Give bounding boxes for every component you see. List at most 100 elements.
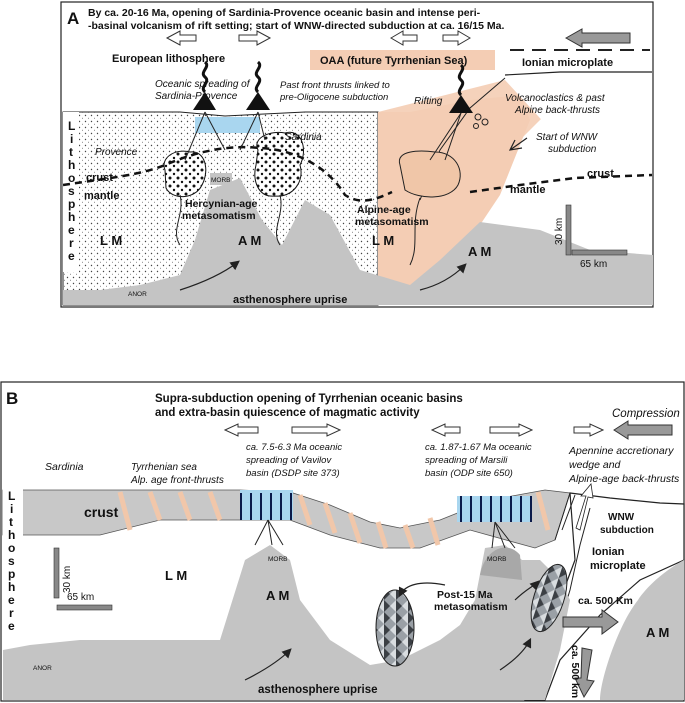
- scale-bar-horizontal-a: [571, 249, 628, 256]
- uprise-arrow-a-2: [419, 263, 467, 291]
- lm-label-a-left: L M: [100, 233, 122, 248]
- volcano-2: [246, 92, 270, 110]
- apennine-line2: wedge and: [569, 459, 622, 471]
- wnw-line2: subduction: [600, 525, 654, 536]
- uprise-arrow-a-1: [179, 260, 240, 291]
- oceanic-spreading-line1: Oceanic spreading of: [155, 79, 251, 90]
- metasomatism-ellipse-1: [375, 589, 415, 667]
- lithosphere-label-bg: [63, 112, 79, 272]
- compression-arrow-gray: [613, 420, 673, 440]
- ocean-top-line-1: [240, 490, 293, 493]
- divergent-arrows-left: [165, 30, 272, 46]
- asthenosphere-b: [3, 545, 570, 700]
- lith-a-0: L: [68, 119, 75, 133]
- oceanic-spreading-line2: Sardinia-Provence: [155, 91, 238, 102]
- compression-arrow-open: [573, 423, 605, 437]
- oaa-band: [310, 50, 495, 70]
- compression-label: Compression: [612, 408, 680, 420]
- panel-a: A By ca. 20-16 Ma, opening of Sardinia-P…: [60, 1, 654, 308]
- rifting-body: [398, 150, 461, 198]
- marsili-line1: ca. 1.87-1.67 Ma oceanic: [425, 442, 532, 453]
- lith-b-5: s: [8, 554, 15, 568]
- metasomatism-ellipse-2: [530, 563, 568, 633]
- morb-label-b-right: MORB: [487, 556, 507, 563]
- ionian-microplate-label: Ionian microplate: [522, 57, 613, 69]
- anor-label-b: ANOR: [33, 665, 52, 672]
- panel-a-lithosphere-vertical: L i t h o s p h e r e: [68, 119, 75, 263]
- sardinia-label-a: Sardinia: [285, 132, 322, 143]
- ionian-crust-edge: [554, 492, 576, 541]
- apennine-line3: Alpine-age back-thrusts: [568, 473, 680, 485]
- uprise-arrow-b-2: [499, 637, 532, 671]
- alpine-line1: Alpine-age: [357, 204, 411, 216]
- front-thrust-stripes: [117, 491, 551, 549]
- lith-b-4: o: [8, 541, 15, 555]
- marsili-ocean: [457, 496, 532, 522]
- ca500-horizontal-arrow: [562, 609, 619, 635]
- convergent-arrow-a: [564, 28, 631, 48]
- lith-a-2: t: [69, 145, 73, 159]
- asthenosphere-a: [63, 178, 653, 305]
- marsili-line3: basin (ODP site 650): [425, 468, 513, 479]
- lith-b-10: e: [8, 619, 15, 633]
- lith-b-9: r: [9, 606, 14, 620]
- am-label-b-left: A M: [266, 588, 289, 603]
- vavilov-ocean: [240, 492, 293, 520]
- european-lithosphere-label: European lithosphere: [112, 53, 225, 65]
- ionian-plate-line-a: [504, 71, 652, 76]
- clast-1: [474, 113, 482, 121]
- feeder-lines-a: [175, 111, 462, 266]
- scale-bar-vertical-a: [565, 204, 572, 256]
- lith-b-8: e: [8, 593, 15, 607]
- panel-b-lithosphere-vertical: L i t h o s p h e r e: [8, 489, 15, 633]
- vavilov-line1: ca. 7.5-6.3 Ma oceanic: [246, 442, 342, 453]
- lith-b-6: p: [8, 567, 15, 581]
- hercynian-line1: Hercynian-age: [185, 198, 258, 210]
- lith-a-8: e: [68, 223, 75, 237]
- lith-a-7: h: [68, 210, 75, 224]
- lith-a-3: h: [68, 158, 75, 172]
- apennine-line1: Apennine accretionary: [568, 445, 674, 457]
- lith-a-10: e: [68, 249, 75, 263]
- scale-vertical-label-a: 30 km: [554, 218, 565, 245]
- panel-a-title-line1: By ca. 20-16 Ma, opening of Sardinia-Pro…: [88, 7, 481, 19]
- vavilov-line2: spreading of Vavilov: [246, 455, 332, 466]
- scale-vertical-label-b: 30 km: [62, 566, 73, 593]
- lith-a-5: s: [68, 184, 75, 198]
- lith-b-2: t: [9, 515, 13, 529]
- alpine-line2: metasomatism: [355, 216, 429, 228]
- divergent-arrows-mid: [390, 30, 471, 46]
- am-label-a-right: A M: [468, 244, 491, 259]
- morb-label-a: MORB: [211, 177, 231, 184]
- rifting-label: Rifting: [414, 96, 443, 107]
- volcanoclastics-line1: Volcanoclastics & past: [505, 93, 606, 104]
- lith-a-4: o: [68, 171, 75, 185]
- lithosphere-label-bg-b: [3, 488, 23, 638]
- marsili-arrows: [430, 423, 534, 437]
- tyrrhenian-line2: Alp. age front-thrusts: [130, 475, 224, 486]
- moho-dashed-right: [469, 173, 653, 194]
- ionian-line2: microplate: [590, 560, 646, 572]
- morb-box-a: [210, 173, 232, 185]
- mantle-label-a-left: mantle: [84, 190, 119, 202]
- am-label-b-right: A M: [646, 625, 669, 640]
- start-wnw-line2: subduction: [548, 144, 597, 155]
- moho-dashed-left: [62, 145, 393, 202]
- post15-line2: metasomatism: [434, 601, 508, 613]
- past-front-line2: pre-Oligocene subduction: [279, 92, 388, 103]
- lith-a-6: p: [68, 197, 75, 211]
- lm-label-b: L M: [165, 568, 187, 583]
- crust-label-b: crust: [84, 504, 119, 520]
- start-wnw-line1: Start of WNW: [536, 132, 599, 143]
- volcano-1: [193, 92, 216, 110]
- ca500-vertical-label: ca. 500 km: [569, 645, 581, 698]
- lith-b-7: h: [8, 580, 15, 594]
- sardinia-label-b: Sardinia: [45, 461, 84, 473]
- crust-label-a-right: crust: [587, 168, 614, 180]
- tyrrhenian-line1: Tyrrhenian sea: [131, 462, 197, 473]
- metasomatism-pointer-1: [398, 582, 446, 598]
- lith-b-1: i: [10, 502, 13, 516]
- uprise-arrow-b-1: [244, 648, 292, 681]
- vavilov-arrows: [223, 423, 342, 437]
- scale-bar-vertical-b: [53, 547, 60, 599]
